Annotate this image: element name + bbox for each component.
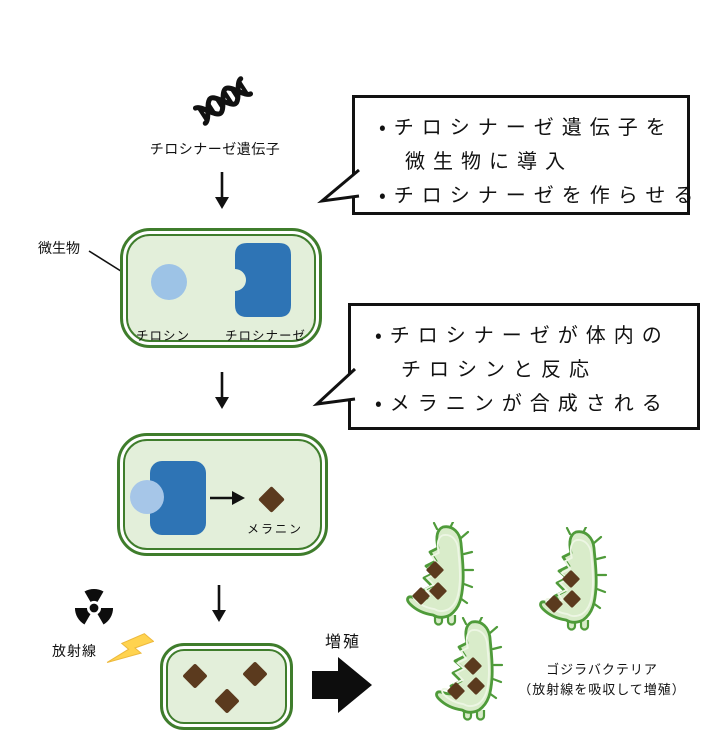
- bacterium-cilia: [565, 527, 608, 610]
- melanin-diamond: [562, 570, 580, 588]
- melanin-diamond: [464, 657, 482, 675]
- melanin-diamond: [426, 561, 444, 579]
- tyrosine-label: チロシン: [135, 329, 190, 343]
- tyrosinase-shape: [235, 243, 291, 317]
- dna-icon: [192, 76, 254, 126]
- tyrosine-circle-2: [130, 480, 164, 514]
- melanin-diamond: [412, 587, 430, 605]
- bubble1-line2: 微生物に導入: [405, 151, 573, 173]
- melanin-diamond: [545, 595, 563, 613]
- caption-line-2: （放射線を吸収して増殖）: [518, 682, 686, 697]
- bubble2-line3: ・メラニンが合成される: [375, 393, 670, 415]
- arrow-down-2: [215, 372, 229, 409]
- bacterium-cilia: [461, 617, 504, 700]
- melanin-label: メラニン: [246, 522, 303, 536]
- growth-arrow: [312, 657, 372, 713]
- tyrosinase-label: チロシナーゼ: [224, 329, 306, 343]
- bubble2-line1: ・チロシナーゼが体内の: [375, 325, 670, 347]
- speech-bubble-1: ・チロシナーゼ遺伝子を 微生物に導入 ・チロシナーゼを作らせる: [317, 95, 702, 215]
- bubble2-line2: チロシンと反応: [401, 359, 597, 381]
- cell-3-microbe: [160, 643, 293, 730]
- microbe-callout-label: 微生物: [38, 240, 80, 256]
- bacterium-3: [435, 617, 504, 721]
- caption-line-1: ゴジラバクテリア: [546, 662, 658, 677]
- arrow-down-3: [212, 585, 226, 622]
- speech-bubble-1-tail: [317, 168, 360, 204]
- melanin-diamond: [467, 677, 485, 695]
- melanin-diamond: [447, 682, 465, 700]
- radiation-trefoil-icon: [74, 588, 114, 625]
- bacterium-inner-band: [441, 629, 490, 707]
- bacteria-caption: ゴジラバクテリア （放射線を吸収して増殖）: [497, 660, 707, 700]
- melanin-diamond: [563, 590, 581, 608]
- gene-label: チロシナーゼ遺伝子: [149, 141, 281, 157]
- arrow-down-1: [215, 172, 229, 209]
- growth-arrow-label: 増殖: [324, 634, 361, 651]
- reaction-arrow: [210, 491, 245, 505]
- speech-bubble-2: ・チロシナーゼが体内の チロシンと反応 ・メラニンが合成される: [312, 303, 700, 430]
- bacterium-1: [406, 522, 475, 626]
- bubble1-line3: ・チロシナーゼを作らせる: [379, 185, 702, 207]
- speech-bubble-2-tail: [312, 367, 357, 407]
- tyrosine-circle: [151, 264, 187, 300]
- bacterium-2: [539, 527, 608, 631]
- radiation-label: 放射線: [52, 643, 97, 659]
- bacterium-cilia: [432, 522, 475, 605]
- lightning-bolt-icon: [106, 633, 154, 663]
- bacterium-inner-band: [545, 539, 594, 617]
- bubble1-line1: ・チロシナーゼ遺伝子を: [379, 117, 674, 139]
- melanin-diamond: [429, 582, 447, 600]
- bacterium-inner-band: [412, 534, 461, 612]
- microbe-callout-line: [88, 250, 125, 274]
